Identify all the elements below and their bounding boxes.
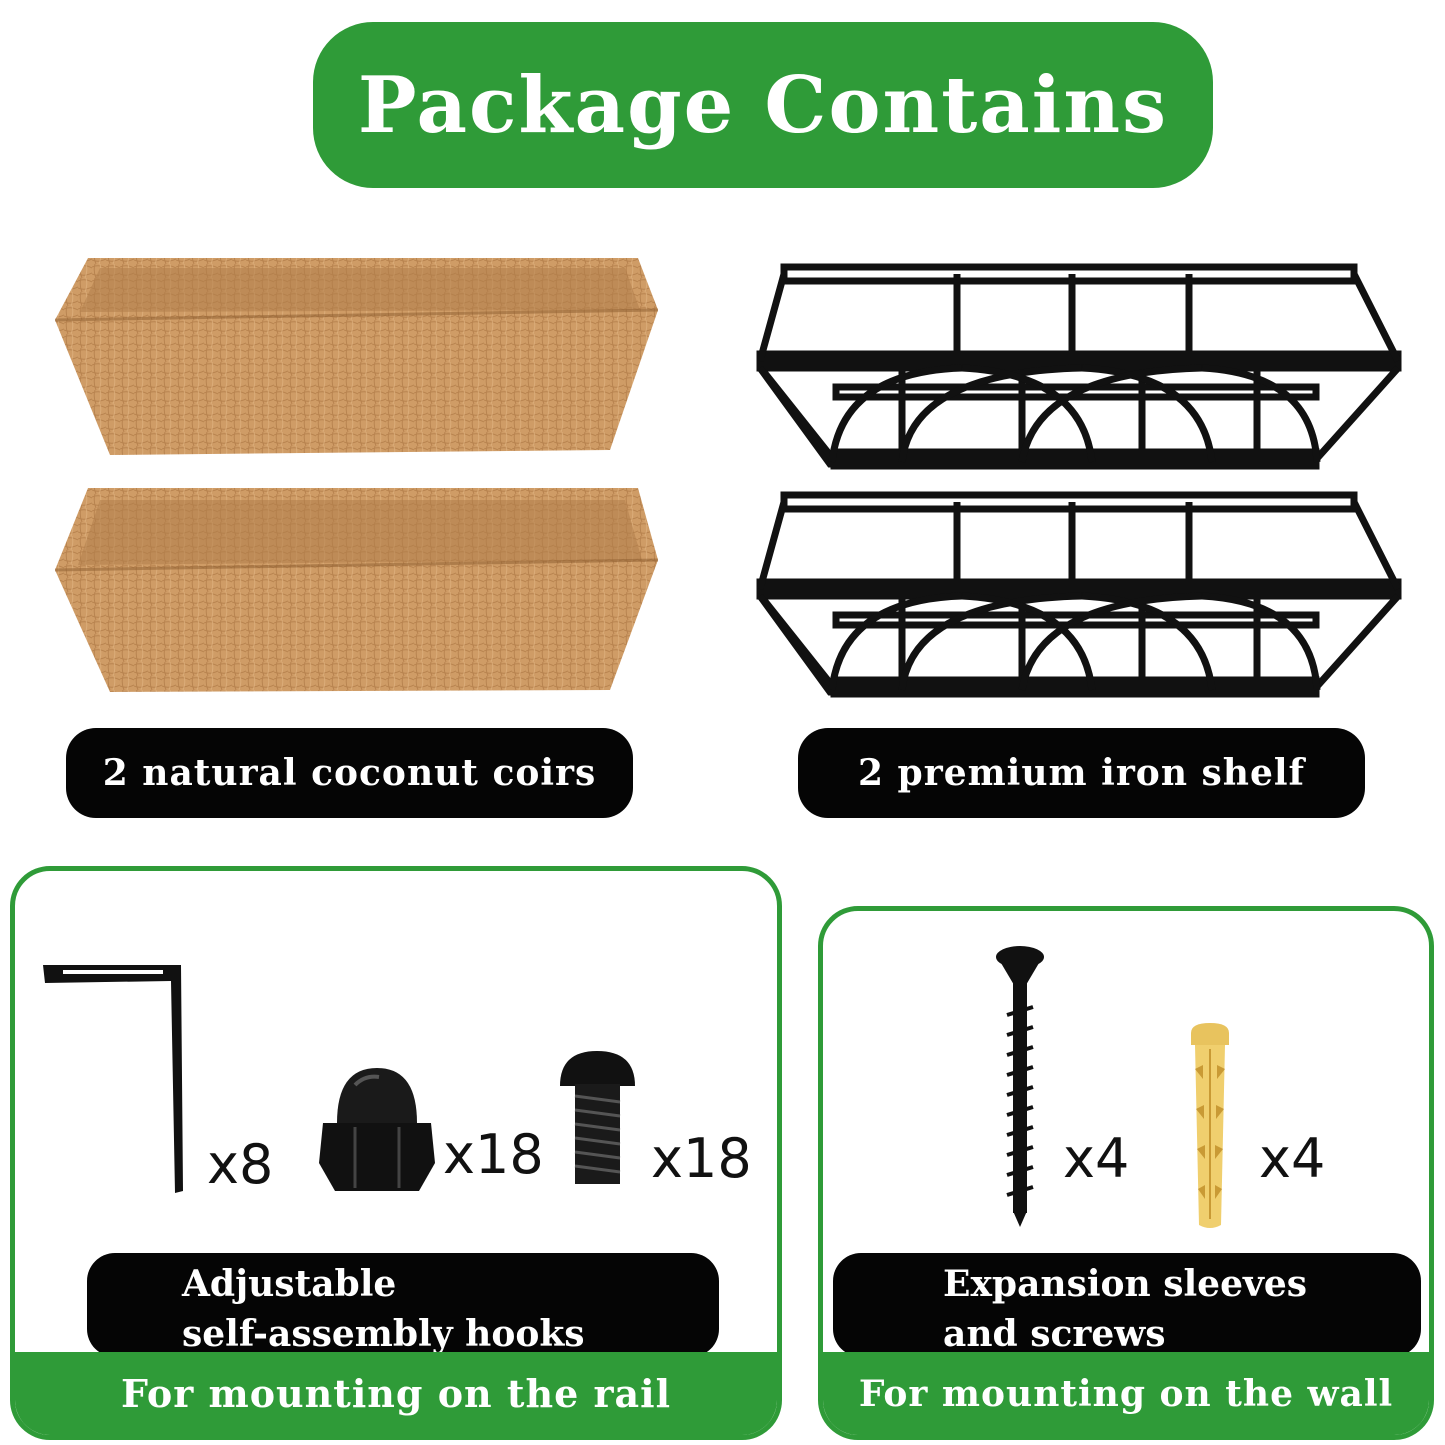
page-title: Package Contains bbox=[357, 59, 1169, 151]
iron-shelf-bottom bbox=[760, 495, 1398, 694]
rail-mount-footer: For mounting on the rail bbox=[15, 1352, 777, 1435]
coir-liner-top bbox=[54, 258, 659, 455]
cap-nut-icon bbox=[319, 1068, 435, 1191]
iron-shelf-top bbox=[756, 263, 1402, 470]
sleeves-label-line2: and screws bbox=[943, 1313, 1166, 1355]
screw-icon bbox=[996, 946, 1044, 1227]
hooks-label-line2: self-assembly hooks bbox=[182, 1313, 585, 1355]
coir-liner-bottom bbox=[54, 488, 659, 692]
expansion-sleeve-icon bbox=[1191, 1023, 1229, 1228]
wall-mount-footer: For mounting on the wall bbox=[823, 1352, 1429, 1435]
sleeve-quantity: x4 bbox=[1259, 1127, 1326, 1190]
nut-quantity: x18 bbox=[443, 1123, 544, 1186]
bolt-quantity: x18 bbox=[651, 1127, 752, 1190]
bolt-icon bbox=[560, 1051, 635, 1184]
sleeves-label: Expansion sleeves and screws bbox=[833, 1253, 1421, 1357]
hooks-label-line1: Adjustable bbox=[182, 1263, 397, 1305]
coir-label: 2 natural coconut coirs bbox=[66, 728, 633, 818]
wall-kit-panel: x4 x4 Expansion sleeves and screws For m… bbox=[818, 906, 1434, 1440]
bracket-quantity: x8 bbox=[207, 1133, 274, 1196]
coconut-coir-liner-icon bbox=[54, 258, 659, 692]
title-banner: Package Contains bbox=[313, 22, 1213, 188]
l-bracket-hook-icon bbox=[43, 965, 183, 1193]
screw-quantity: x4 bbox=[1063, 1127, 1130, 1190]
hooks-label: Adjustable self-assembly hooks bbox=[87, 1253, 719, 1357]
rail-kit-panel: x8 x18 x18 Adjustable self-assembly hook… bbox=[10, 866, 782, 1440]
iron-shelf-icon bbox=[756, 263, 1402, 698]
shelf-label: 2 premium iron shelf bbox=[798, 728, 1365, 818]
sleeves-label-line1: Expansion sleeves bbox=[943, 1263, 1308, 1305]
